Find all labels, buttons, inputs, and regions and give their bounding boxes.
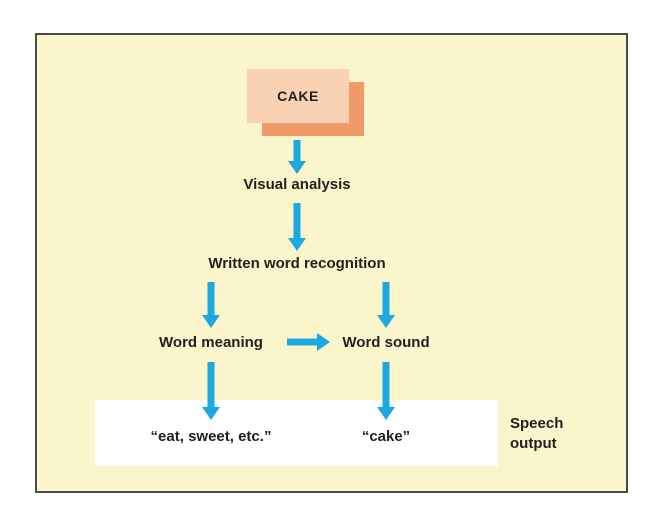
speech-output-band — [95, 400, 498, 466]
arrow-meaning-to-sound-icon — [287, 333, 330, 351]
cake-card: CAKE — [247, 69, 349, 123]
arrow-stem — [293, 140, 301, 162]
output-meaning-text: “eat, sweet, etc.” — [150, 428, 272, 445]
arrow-head — [377, 315, 395, 328]
node-visual-analysis: Visual analysis — [243, 176, 351, 193]
arrow-head — [202, 315, 220, 328]
arrow-head — [202, 407, 220, 420]
arrow-recognition-to-meaning-icon — [202, 282, 220, 328]
arrow-recognition-to-sound-icon — [377, 282, 395, 328]
arrow-stem — [382, 362, 390, 408]
speech-output-label: Speech output — [510, 415, 564, 452]
arrow-head — [288, 238, 306, 251]
arrow-sound-to-output-icon — [377, 362, 395, 420]
arrow-visual-to-recognition-icon — [288, 203, 306, 251]
node-word-sound: Word sound — [342, 334, 430, 351]
output-sound-text: “cake” — [361, 428, 411, 445]
arrow-head — [288, 161, 306, 174]
arrow-stem — [207, 362, 215, 408]
arrow-cake-to-visual-analysis-icon — [288, 140, 306, 174]
arrow-stem — [207, 282, 215, 316]
arrow-stem — [382, 282, 390, 316]
node-written-word-recognition: Written word recognition — [208, 255, 386, 272]
arrow-meaning-to-output-icon — [202, 362, 220, 420]
arrow-stem — [293, 203, 301, 239]
arrow-stem — [287, 338, 318, 346]
arrow-head — [377, 407, 395, 420]
node-word-meaning: Word meaning — [159, 334, 263, 351]
arrow-head — [317, 333, 330, 351]
cake-card-label: CAKE — [277, 88, 319, 104]
